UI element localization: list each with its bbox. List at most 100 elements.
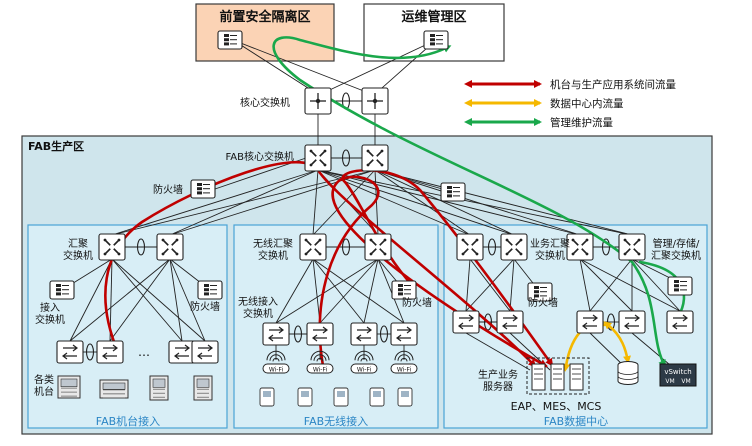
wifi-label: Wi-Fi <box>313 367 328 374</box>
network-link <box>69 258 171 342</box>
aggregation-switch-5 <box>456 233 484 261</box>
wireless-terminal-2 <box>297 387 313 407</box>
link-aggregation-icon <box>85 343 95 361</box>
wireless-terminal-1 <box>259 387 275 407</box>
frontend-zone-title: 前置安全隔离区 <box>219 9 310 25</box>
core-switch-label: 核心交换机 <box>240 96 290 109</box>
aggregation-switch-4 <box>364 233 392 261</box>
aggregation-switch-8 <box>618 233 646 261</box>
wireless-agg-label: 无线汇聚交换机 <box>253 237 293 262</box>
legend-label-red: 机台与生产应用系统间流量 <box>550 78 676 91</box>
wifi-ap-4: Wi-Fi <box>390 350 418 374</box>
fab-core-switch-label: FAB核心交换机 <box>225 150 294 163</box>
machine-1 <box>57 375 81 399</box>
wireless-zone-title: FAB无线接入 <box>304 414 368 428</box>
wifi-label: Wi-Fi <box>269 367 284 374</box>
network-link <box>275 258 379 324</box>
link-aggregation-icon <box>341 149 351 167</box>
fab-core-switch-2 <box>361 144 389 172</box>
network-link <box>318 39 437 96</box>
green-flow-mgmt-1 <box>272 36 667 368</box>
firewall-top-label: 防火墙 <box>153 183 183 196</box>
wifi-ap-1: Wi-Fi <box>262 350 290 374</box>
network-link <box>363 258 379 324</box>
aggregation-switch-2 <box>156 233 184 261</box>
link-aggregation-icon <box>341 238 351 256</box>
wifi-ap-2: Wi-Fi <box>306 350 334 374</box>
label-layer: 核心交换机 FAB核心交换机 防火墙 汇聚交换机 接入交换机 防火墙 各类机台 … <box>34 96 701 413</box>
network-link <box>275 258 314 324</box>
wireless-access-switch-2 <box>306 322 334 346</box>
dc-access-switch-4 <box>618 310 646 334</box>
network-link <box>109 258 171 342</box>
aggregation-switch-7 <box>566 233 594 261</box>
server-2 <box>550 363 565 391</box>
machines-label: 各类机台 <box>34 373 54 398</box>
network-link <box>111 258 206 342</box>
wireless-terminal-5 <box>397 387 413 407</box>
wifi-label: Wi-Fi <box>357 367 372 374</box>
core-switch-2 <box>361 87 389 115</box>
dc-firewall-top <box>440 182 466 202</box>
fab-zone-title: FAB生产区 <box>28 139 84 153</box>
network-link <box>169 258 183 342</box>
machine-access-switch-3 <box>168 340 196 364</box>
machine-3 <box>149 375 169 401</box>
network-link <box>232 39 320 96</box>
servers-group-box <box>526 357 590 395</box>
fab-firewall <box>190 179 216 199</box>
link-aggregation-icon <box>293 325 303 343</box>
vm-label: VM <box>681 378 690 385</box>
datacenter-zone-title: FAB数据中心 <box>544 414 608 428</box>
apps-label: EAP、MES、MCS <box>511 400 602 413</box>
machine-access-switch-1 <box>56 340 84 364</box>
legend-label-yellow: 数据中心内流量 <box>550 97 624 110</box>
server-3 <box>569 363 584 391</box>
network-link <box>377 258 405 324</box>
network-link <box>169 258 206 342</box>
dc-access-switch-3 <box>576 310 604 334</box>
fab-core-switch-1 <box>304 144 332 172</box>
ops-firewall <box>423 30 449 50</box>
dc-firewall-label: 防火墙 <box>528 296 558 309</box>
production-servers-label: 生产业务服务器 <box>478 368 518 393</box>
wireless-terminal-3 <box>333 387 349 407</box>
network-link <box>312 258 365 324</box>
wireless-terminal-4 <box>369 387 385 407</box>
machine-firewall-label: 防火墙 <box>190 300 220 313</box>
network-link <box>111 169 376 236</box>
ellipsis-label: … <box>138 345 150 359</box>
access-switch-label: 接入交换机 <box>35 301 65 326</box>
legend-label-green: 管理维护流量 <box>550 116 613 129</box>
link-aggregation-icon <box>136 238 146 256</box>
dc-access-switch-5 <box>666 310 694 334</box>
legend: 机台与生产应用系统间流量 数据中心内流量 管理维护流量 <box>464 78 676 129</box>
link-aggregation-icon <box>379 325 389 343</box>
access-firewall-1 <box>49 280 75 300</box>
wireless-firewall <box>391 280 417 300</box>
agg-switch-label: 汇聚交换机 <box>63 237 93 262</box>
network-link <box>232 39 375 96</box>
vm-label: VM <box>665 378 674 385</box>
network-link <box>69 258 113 342</box>
vswitch-label: vSwitch <box>664 368 691 376</box>
aggregation-switch-1 <box>98 233 126 261</box>
machine-access-switch-4 <box>191 340 219 364</box>
aggregation-switch-3 <box>299 233 327 261</box>
machine-firewall <box>197 280 223 300</box>
network-link <box>374 169 379 236</box>
network-link <box>312 169 319 236</box>
network-link <box>111 169 319 236</box>
dc-access-switch-1 <box>452 310 480 334</box>
dc-firewall <box>527 282 553 302</box>
network-link <box>312 258 321 324</box>
machine-4 <box>193 375 213 401</box>
machine-access-zone-title: FAB机台接入 <box>96 414 160 428</box>
wireless-access-switch-4 <box>390 322 418 346</box>
wireless-access-label: 无线接入交换机 <box>238 295 278 320</box>
ops-zone-title: 运维管理区 <box>401 9 466 25</box>
wireless-access-switch-3 <box>350 322 378 346</box>
